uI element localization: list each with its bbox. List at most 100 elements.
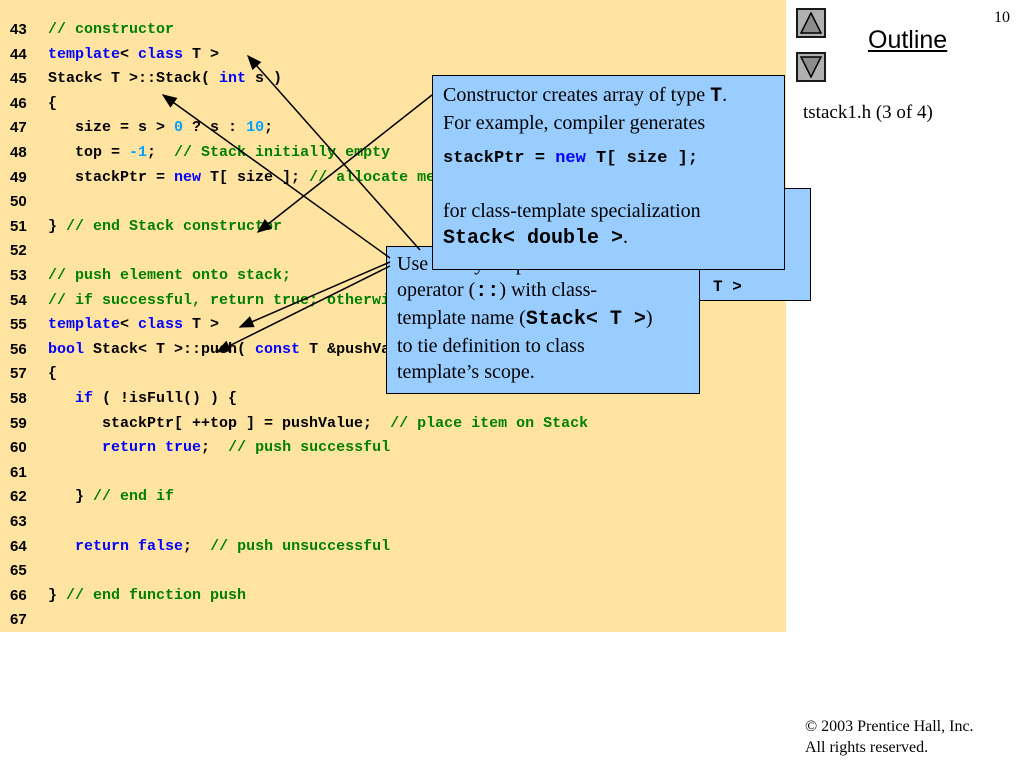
- line-number: 53: [10, 267, 27, 284]
- code-token: ;: [264, 119, 274, 137]
- code-token: {: [48, 94, 58, 112]
- code-token: // constructor: [48, 21, 175, 38]
- code-token: ? s :: [183, 119, 247, 137]
- code-token: T >: [183, 45, 220, 63]
- down-arrow-icon: [800, 56, 822, 78]
- code-line: 57 {: [0, 362, 786, 386]
- code-line: 46 {: [0, 92, 786, 116]
- line-number: 47: [10, 119, 27, 137]
- scope-line-2: operator (::) with class-: [397, 279, 598, 303]
- line-number: 57: [10, 365, 27, 383]
- code-token: }: [48, 488, 94, 506]
- code-token: top =: [48, 144, 130, 161]
- code-token: T >: [183, 316, 220, 334]
- code-line: 65: [0, 559, 786, 583]
- copyright-notice: © 2003 Prentice Hall, Inc. All rights re…: [805, 716, 974, 758]
- code-token: }: [48, 217, 67, 235]
- code-token: [48, 390, 75, 407]
- code-text: size = s > 0 ? s : 10;: [48, 116, 273, 140]
- code-line: 58 if ( !isFull() ) {: [0, 387, 786, 411]
- code-token: stackPtr[ ++top ] = pushValue;: [48, 414, 391, 432]
- line-number: 64: [10, 537, 27, 555]
- line-number: 61: [10, 463, 27, 481]
- scope-line-5: template’s scope.: [397, 361, 535, 383]
- line-number: 43: [10, 21, 27, 38]
- line-number: 52: [10, 242, 27, 260]
- line-number: 44: [10, 45, 27, 63]
- code-token: // place item on Stack: [390, 414, 589, 432]
- code-line: 52: [0, 239, 786, 263]
- line-number: 59: [10, 414, 27, 432]
- code-text: } // end function push: [48, 584, 246, 608]
- code-token: return false: [75, 537, 184, 555]
- line-number: 66: [10, 586, 27, 604]
- code-token: stackPtr =: [48, 168, 175, 186]
- previous-slide-button[interactable]: [796, 8, 826, 38]
- code-text: stackPtr[ ++top ] = pushValue; // place …: [48, 412, 588, 436]
- code-token: {: [48, 365, 58, 383]
- code-token: s ): [246, 70, 283, 88]
- code-token: 10: [246, 119, 265, 137]
- code-token: class: [138, 316, 184, 334]
- code-text: // push element onto stack;: [48, 264, 291, 288]
- line-number: 62: [10, 488, 27, 506]
- code-text: } // end if: [48, 485, 174, 509]
- callout-scope-resolution: Use binary scope resolution operator (::…: [386, 246, 700, 394]
- code-token: // end Stack constructor: [66, 217, 283, 235]
- ctor-line-2: For example, compiler generates: [443, 112, 706, 134]
- code-text: {: [48, 92, 57, 116]
- line-number: 55: [10, 316, 27, 334]
- code-text: template< class T >: [48, 43, 219, 67]
- code-token: Stack< T >::Stack(: [48, 70, 220, 88]
- code-text: return true; // push successful: [48, 436, 390, 460]
- code-token: -1: [129, 144, 148, 161]
- up-arrow-icon: [800, 12, 822, 34]
- code-token: [48, 439, 102, 456]
- code-line: 60 return true; // push successful: [0, 436, 786, 460]
- line-number: 49: [10, 168, 27, 186]
- code-text: if ( !isFull() ) {: [48, 387, 237, 411]
- code-line: 62 } // end if: [0, 485, 786, 509]
- line-number: 46: [10, 94, 27, 112]
- line-number: 65: [10, 562, 27, 580]
- code-token: ;: [147, 144, 175, 161]
- code-token: if: [75, 390, 94, 407]
- next-slide-button[interactable]: [796, 52, 826, 82]
- code-line: 63: [0, 510, 786, 534]
- file-label: tstack1.h (3 of 4): [803, 102, 933, 123]
- code-line: 50: [0, 190, 786, 214]
- code-line: 44 template< class T >: [0, 43, 786, 67]
- code-token: <: [120, 316, 139, 334]
- outline-link[interactable]: Outline: [868, 26, 948, 54]
- code-token: ( !isFull() ) {: [93, 390, 238, 407]
- line-number: 60: [10, 439, 27, 457]
- scope-line-3: template name (Stack< T >): [397, 307, 653, 331]
- code-token: const: [255, 340, 301, 358]
- code-token: // end function push: [66, 586, 247, 604]
- code-token: template: [48, 316, 121, 334]
- code-text: Stack< T >::Stack( int s ): [48, 67, 282, 91]
- line-number: 45: [10, 70, 27, 88]
- ctor-code-example: stackPtr = new T[ size ];: [443, 149, 699, 168]
- callout-constructor: Constructor creates array of type T. For…: [432, 75, 785, 270]
- line-number: 54: [10, 291, 27, 309]
- code-line: 67: [0, 608, 786, 632]
- code-text: bool Stack< T >::push( const T &pushValu…: [48, 338, 435, 362]
- code-line: 59 stackPtr[ ++top ] = pushValue; // pla…: [0, 412, 786, 436]
- code-token: Stack< T >::push(: [84, 340, 256, 358]
- copyright-line-1: © 2003 Prentice Hall, Inc.: [805, 718, 974, 735]
- code-token: T[ size ];: [201, 168, 310, 186]
- line-number: 56: [10, 340, 27, 358]
- code-token: ;: [183, 537, 211, 555]
- line-number: 63: [10, 513, 27, 530]
- code-token: 0: [174, 119, 184, 137]
- code-token: size = s >: [48, 119, 175, 137]
- code-token: ;: [201, 439, 229, 457]
- code-token: // push unsuccessful: [210, 537, 391, 555]
- code-token: // push element onto stack;: [48, 267, 292, 284]
- copyright-line-2: All rights reserved.: [805, 739, 929, 756]
- code-line: 64 return false; // push unsuccessful: [0, 535, 786, 559]
- code-line: 55 template< class T >: [0, 313, 786, 337]
- line-number: 48: [10, 144, 27, 161]
- code-text: {: [48, 362, 57, 386]
